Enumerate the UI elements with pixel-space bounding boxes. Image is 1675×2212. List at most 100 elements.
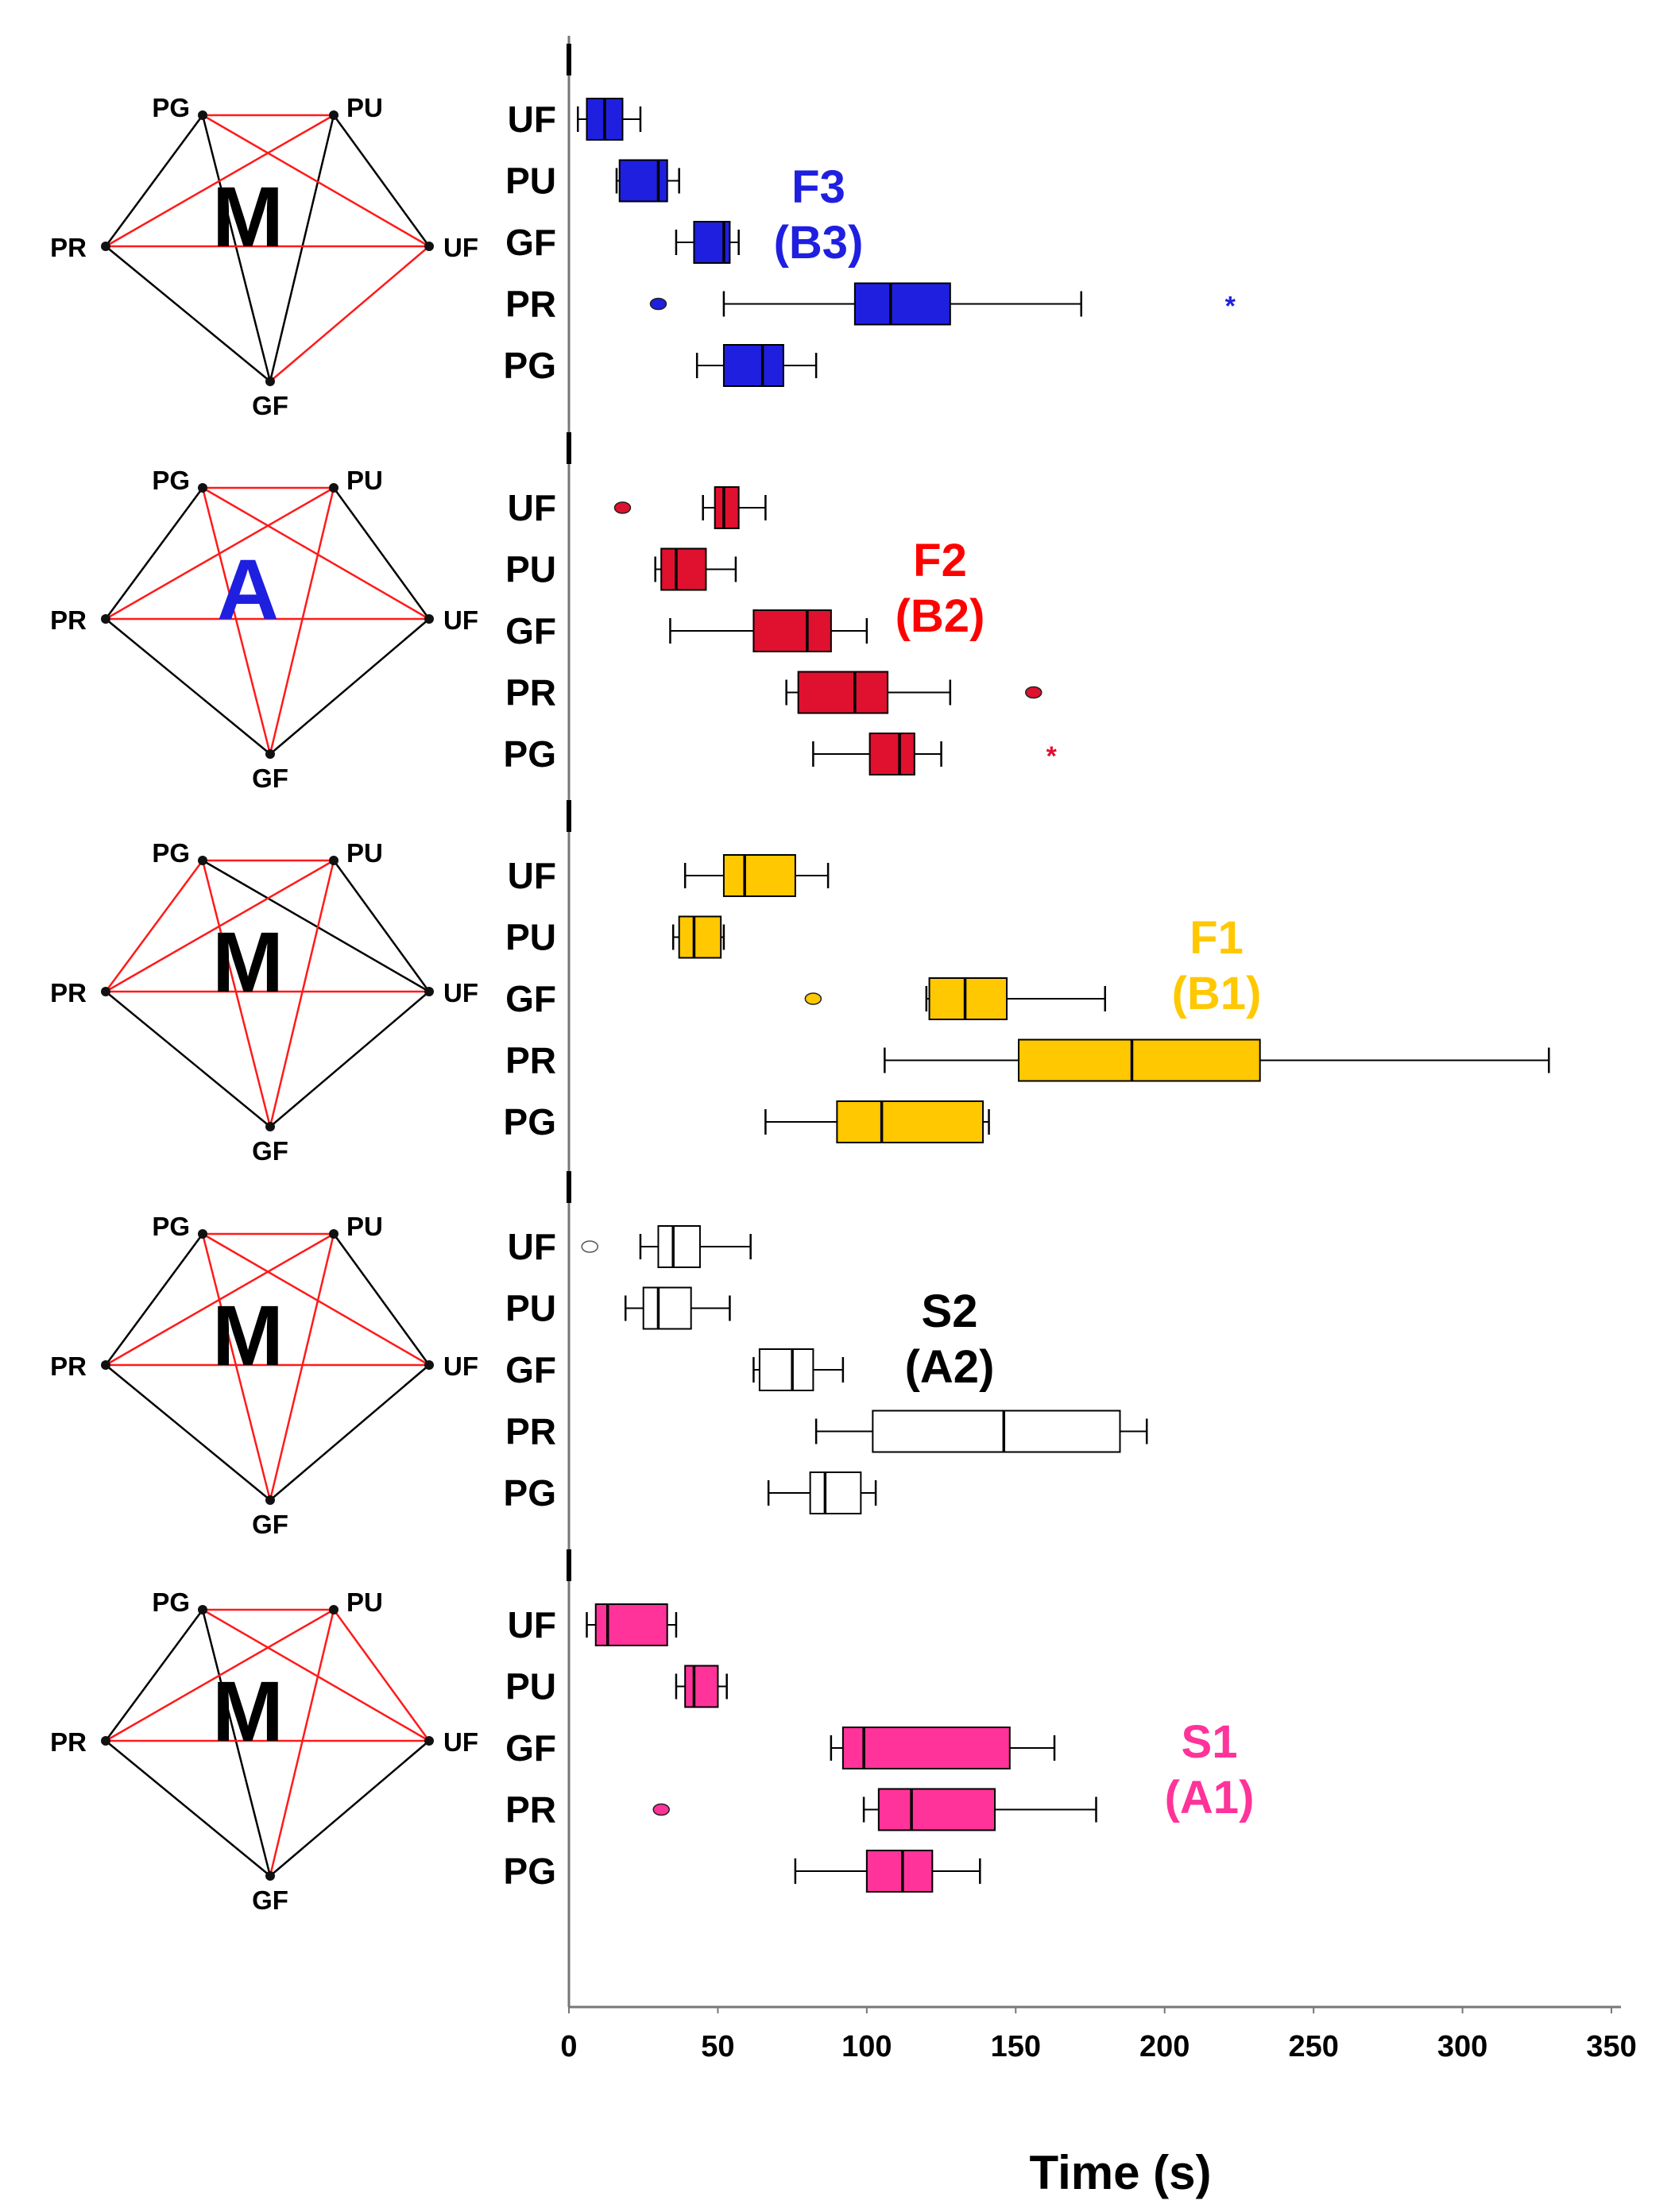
network-node-label: GF — [252, 1136, 288, 1166]
network-edge-red — [269, 860, 335, 1127]
category-label: UF — [508, 1226, 556, 1267]
x-tick-label: 150 — [991, 2030, 1041, 2063]
network-edge-black — [105, 246, 271, 382]
network-node-label: GF — [252, 391, 288, 420]
network-node-label: PR — [50, 1727, 87, 1757]
network-edge-red — [202, 486, 430, 621]
network-edge-red — [201, 487, 272, 755]
network-edge-black — [332, 487, 431, 620]
network-node-label: UF — [443, 605, 478, 635]
category-label: PR — [505, 672, 556, 713]
category-label: GF — [505, 222, 556, 263]
network-node-dot — [265, 749, 275, 759]
network-edge-black — [332, 114, 431, 247]
group-name-label: F2 — [913, 535, 967, 586]
network-node-dot — [329, 1229, 338, 1239]
category-label: UF — [508, 855, 556, 896]
network-node-dot — [265, 1122, 275, 1131]
network-edge-red — [269, 1233, 335, 1501]
category-label: PU — [505, 917, 556, 958]
network-node-label: GF — [252, 1510, 288, 1539]
network-edge-black — [269, 991, 430, 1127]
network-node-dot — [329, 1605, 338, 1615]
network-edge-black — [269, 114, 335, 382]
outlier-point — [652, 1803, 670, 1816]
category-label: PG — [504, 733, 556, 775]
network-node-dot — [198, 483, 207, 493]
box — [865, 1850, 934, 1893]
network-node-dot — [424, 614, 434, 624]
group-sub-label: (A2) — [905, 1341, 995, 1393]
network-node-label: PR — [50, 233, 87, 262]
group-name-label: F1 — [1190, 912, 1244, 964]
outlier-point — [649, 297, 667, 311]
group-sub-label: (A1) — [1165, 1772, 1255, 1823]
category-label: PU — [505, 1666, 556, 1707]
category-label: GF — [505, 1727, 556, 1769]
box — [660, 547, 707, 591]
category-label: PG — [504, 1850, 556, 1892]
network-edge-black — [269, 1364, 430, 1501]
box — [714, 486, 740, 529]
x-tick-label: 250 — [1288, 2030, 1338, 2063]
network-edge-red — [105, 114, 335, 248]
network-node-label: PU — [346, 1212, 383, 1241]
network-node-label: PG — [152, 93, 190, 122]
category-label: PR — [505, 284, 556, 325]
box — [872, 1410, 1121, 1453]
group-sub-label: (B1) — [1172, 968, 1262, 1019]
x-axis-title: Time (s) — [1030, 2146, 1212, 2199]
category-label: GF — [505, 978, 556, 1019]
box — [618, 159, 668, 203]
network-edge-black — [105, 991, 271, 1127]
network-edge-red — [202, 1608, 430, 1742]
network-edge-red — [201, 860, 272, 1127]
x-tick-label: 350 — [1586, 2030, 1636, 2063]
network-edge-red — [201, 1233, 272, 1501]
box — [752, 609, 832, 652]
network-edge-red — [105, 1608, 335, 1742]
outlier-point — [613, 501, 632, 514]
group-name-label: F3 — [791, 161, 845, 213]
network-edge-black — [104, 114, 204, 247]
outlier-point — [581, 1240, 598, 1253]
network-node-dot — [329, 856, 338, 865]
box — [836, 1100, 984, 1143]
category-label: PU — [505, 549, 556, 590]
box — [657, 1225, 701, 1268]
group-sub-label: (B3) — [774, 217, 864, 269]
x-tick-label: 100 — [841, 2030, 892, 2063]
group-sub-label: (B2) — [896, 590, 985, 642]
network-node-dot — [329, 110, 338, 120]
network-edge-red — [332, 1609, 431, 1742]
network-node-label: PG — [152, 466, 190, 495]
network-node-label: GF — [252, 1885, 288, 1915]
network-edge-red — [104, 860, 204, 992]
network-node-dot — [265, 1871, 275, 1881]
network-node-label: UF — [443, 1727, 478, 1757]
network-edge-red — [269, 487, 335, 755]
category-label: PR — [505, 1411, 556, 1452]
network-node-dot — [424, 1360, 434, 1370]
network-node-label: PR — [50, 978, 87, 1007]
network-edge-red — [105, 486, 335, 621]
network-node-label: PU — [346, 466, 383, 495]
box — [877, 1788, 996, 1831]
network-edge-red — [202, 114, 430, 248]
extreme-point: * — [1046, 741, 1058, 771]
box — [853, 282, 951, 326]
x-tick-label: 200 — [1139, 2030, 1190, 2063]
network-node-dot — [198, 856, 207, 865]
box — [1018, 1038, 1261, 1082]
x-tick-label: 50 — [701, 2030, 734, 2063]
network-node-label: PU — [346, 1587, 383, 1617]
